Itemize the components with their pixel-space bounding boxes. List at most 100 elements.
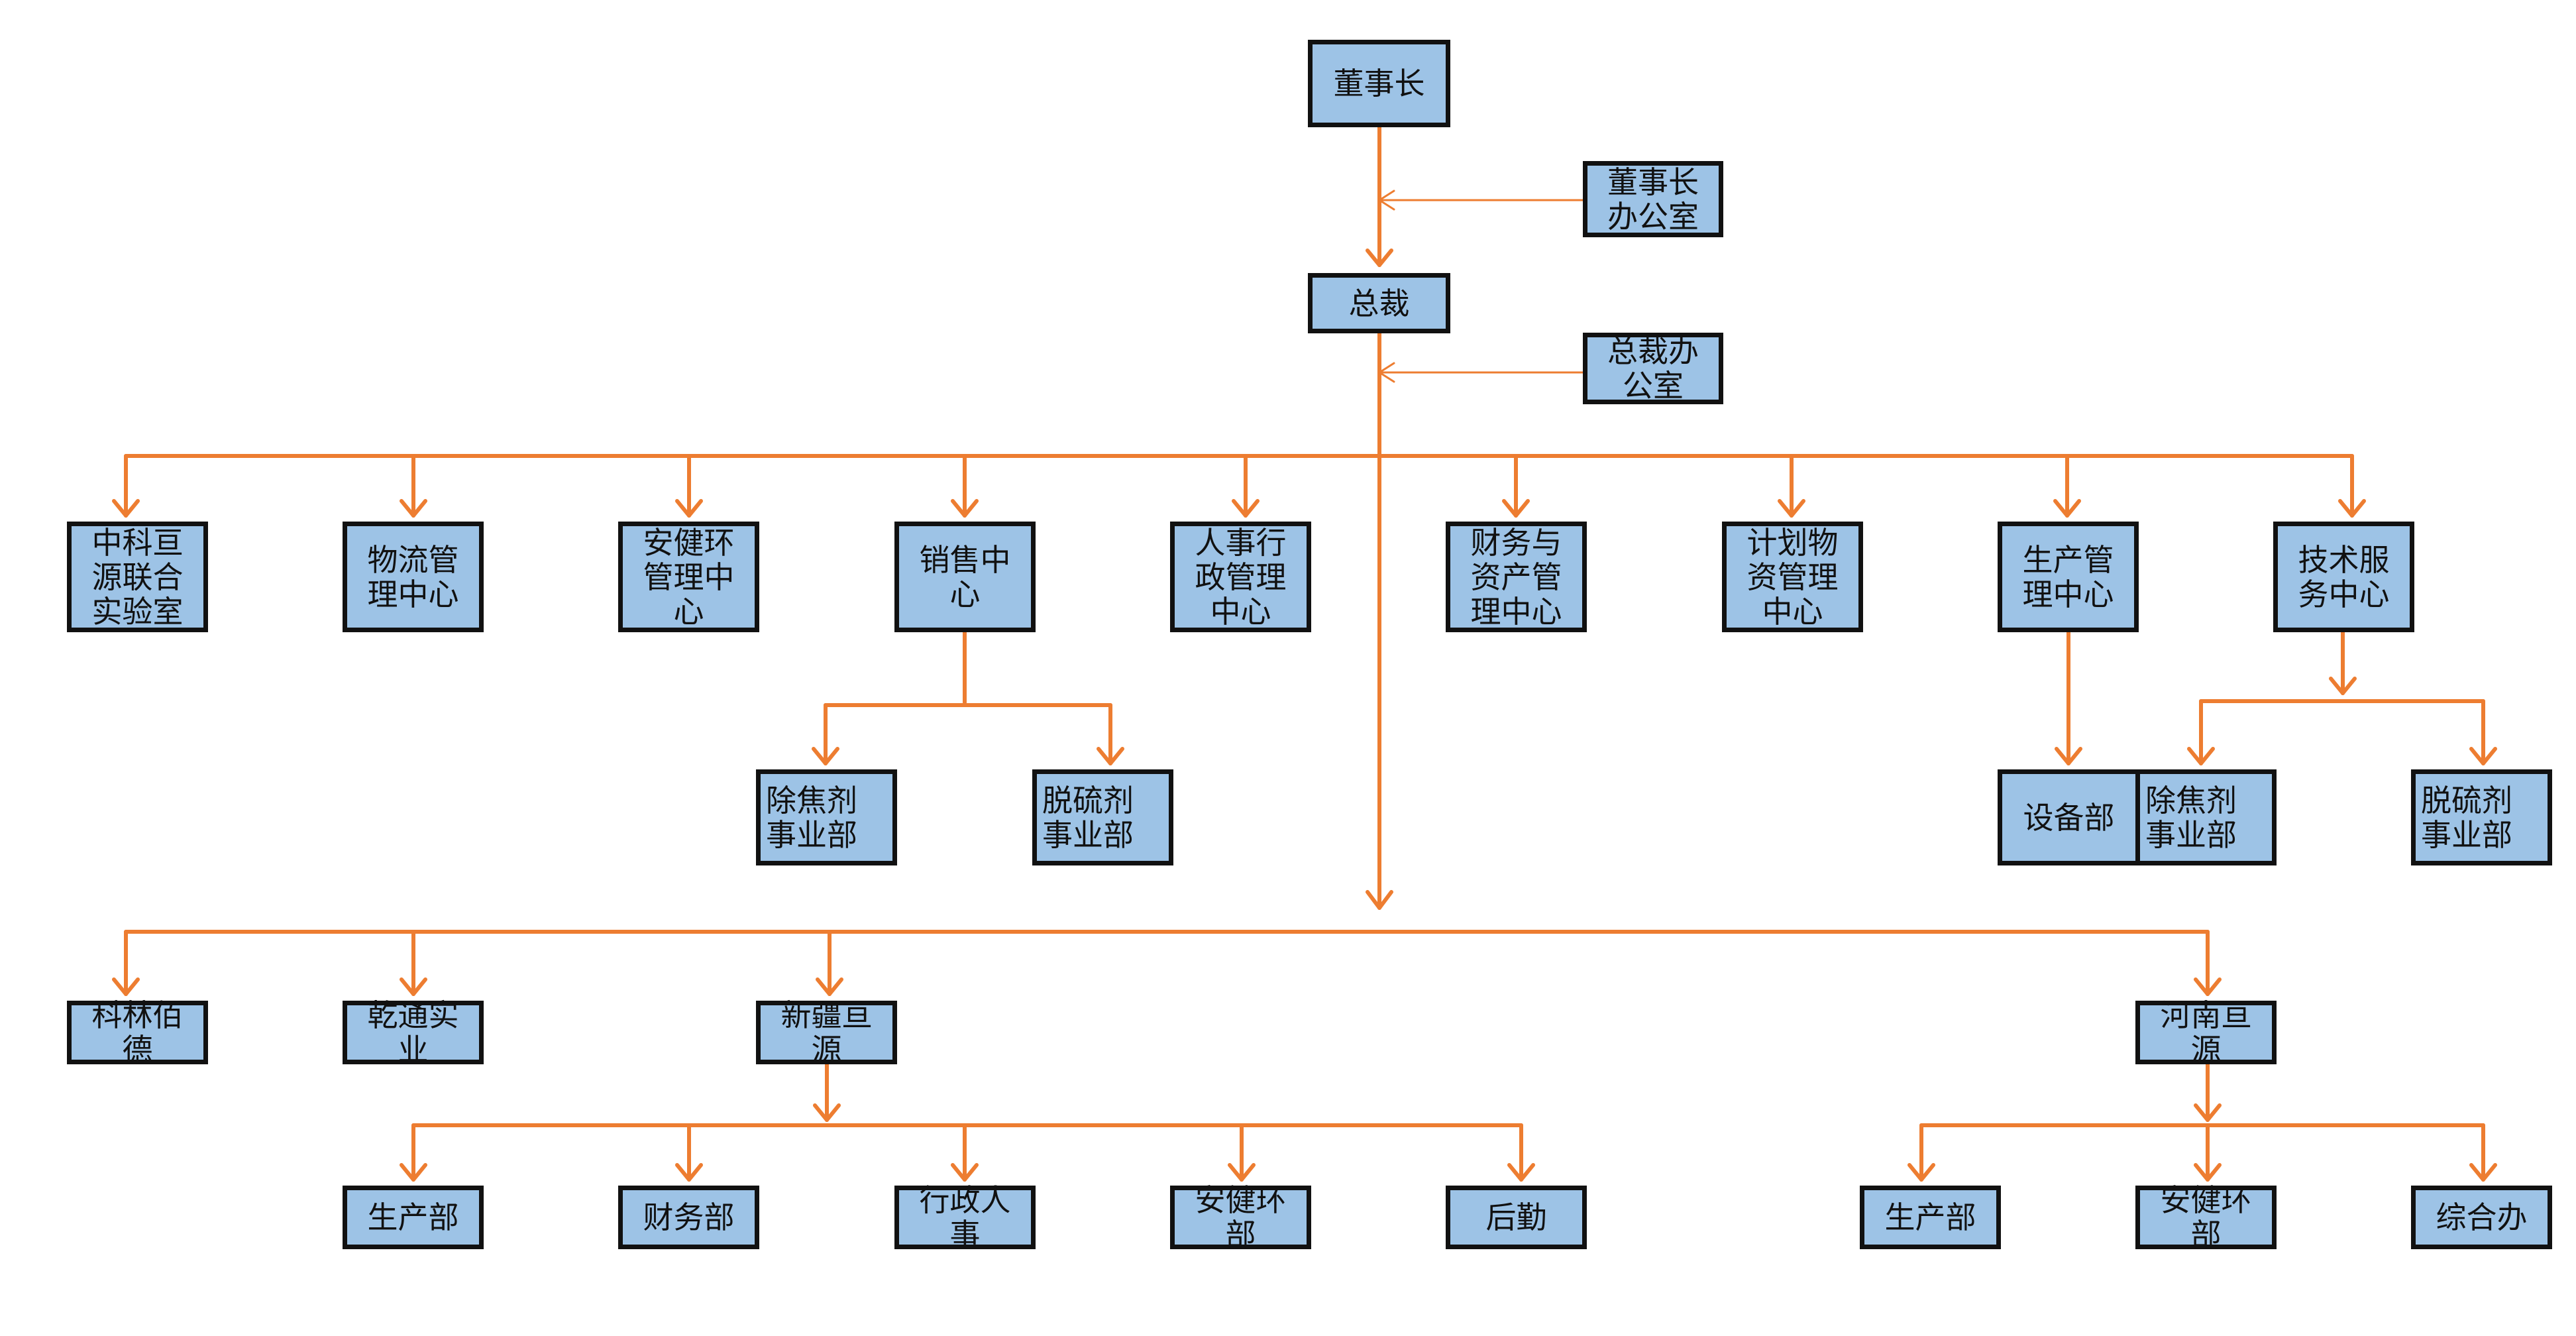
- connector-line-60: [2481, 747, 2497, 765]
- connector-line-102: [2206, 1163, 2222, 1182]
- tech-decoking-box: 除焦剂事业部: [2135, 769, 2277, 865]
- finance-assets-label: 财务与资产管理中心: [1470, 524, 1562, 630]
- connector-line-30: [1514, 499, 1530, 518]
- hr-admin-box: 人事行政管理中心: [1170, 522, 1311, 632]
- connector-line-29: [1502, 499, 1518, 518]
- connector-line-36: [2065, 499, 2081, 518]
- connector-line-73: [2206, 977, 2222, 996]
- connector-line-80: [411, 1163, 427, 1182]
- connector-line-99: [1919, 1163, 1935, 1182]
- xj-ehs-box: 安健环部: [1170, 1182, 1311, 1252]
- connector-line-9: [1378, 371, 1395, 383]
- tech-desulfur-label: 脱硫剂事业部: [2421, 782, 2512, 853]
- connector-line-10: [1366, 890, 1381, 910]
- chairman-label: 董事长: [1333, 66, 1425, 101]
- connector-line-83: [687, 1163, 703, 1182]
- connector-line-32: [1778, 499, 1794, 518]
- connector-line-85: [951, 1163, 967, 1182]
- qiantong-label: 乾通实业: [367, 997, 459, 1068]
- xj-production-label: 生产部: [367, 1199, 459, 1235]
- equipment-dept-label: 设备部: [2023, 799, 2115, 836]
- planning-materials-label: 计划物资管理中心: [1746, 524, 1839, 630]
- kelin-baide-label: 科林佰德: [91, 997, 184, 1068]
- kelin-baide-box: 科林佰德: [67, 997, 208, 1068]
- connector-line-98: [1907, 1163, 1923, 1182]
- president-office-label: 总裁办公室: [1607, 333, 1699, 404]
- chairman-box: 董事长: [1308, 40, 1450, 127]
- xj-finance-label: 财务部: [643, 1199, 735, 1235]
- connector-line-105: [2481, 1163, 2497, 1182]
- connector-line-26: [1232, 499, 1248, 518]
- production-mgmt-label: 生产管理中心: [2022, 541, 2114, 612]
- tech-service-label: 技术服务中心: [2298, 541, 2390, 612]
- connector-line-66: [400, 977, 415, 996]
- connector-line-43: [812, 747, 828, 765]
- connector-line-4: [1378, 190, 1395, 201]
- connector-line-23: [951, 499, 967, 518]
- sales-center-box: 销售中心: [894, 522, 1036, 632]
- lab-label: 中科亘源联合实验室: [91, 524, 184, 630]
- connector-line-57: [2199, 747, 2215, 765]
- president-label: 总裁: [1348, 285, 1410, 321]
- connector-line-18: [411, 499, 427, 518]
- xj-ehs-label: 安健环部: [1195, 1182, 1287, 1252]
- connector-line-92: [1519, 1163, 1535, 1182]
- connector-line-2: [1377, 249, 1393, 267]
- connector-line-64: [124, 977, 140, 996]
- connector-line-82: [675, 1163, 691, 1182]
- connector-line-33: [1790, 499, 1805, 518]
- connector-line-72: [2194, 977, 2210, 996]
- connector-line-21: [687, 499, 703, 518]
- connector-line-75: [813, 1103, 829, 1122]
- sales-decoking-box: 除焦剂事业部: [756, 769, 897, 865]
- sales-desulfur-label: 脱硫剂事业部: [1042, 782, 1134, 853]
- connector-line-70: [828, 977, 843, 996]
- connector-line-67: [411, 977, 427, 996]
- connector-line-56: [2187, 747, 2203, 765]
- ehs-center-label: 安健环管理中心: [643, 524, 735, 630]
- connector-line-47: [1108, 747, 1124, 765]
- connector-line-8: [1378, 362, 1395, 374]
- connector-line-20: [675, 499, 691, 518]
- connector-line-27: [1244, 499, 1260, 518]
- xj-finance-box: 财务部: [618, 1186, 759, 1249]
- connector-line-95: [2206, 1103, 2222, 1122]
- connector-line-89: [1240, 1163, 1256, 1182]
- planning-materials-box: 计划物资管理中心: [1722, 522, 1863, 632]
- logistics-label: 物流管理中心: [367, 541, 459, 612]
- connector-line-38: [2338, 499, 2354, 518]
- connector-line-94: [2194, 1103, 2210, 1122]
- connector-line-79: [400, 1163, 415, 1182]
- hn-general-office-box: 综合办: [2411, 1186, 2552, 1249]
- connector-line-39: [2350, 499, 2366, 518]
- xinjiang-box: 新疆亘源: [756, 998, 897, 1067]
- connector-line-59: [2469, 747, 2485, 765]
- connector-line-52: [2329, 677, 2345, 695]
- sales-center-label: 销售中心: [919, 541, 1011, 612]
- hn-general-office-label: 综合办: [2436, 1199, 2528, 1235]
- connector-line-76: [825, 1103, 841, 1122]
- production-mgmt-box: 生产管理中心: [1998, 522, 2139, 632]
- connector-line-24: [963, 499, 979, 518]
- connector-line-1: [1366, 249, 1381, 267]
- connector-line-88: [1228, 1163, 1244, 1182]
- connector-line-46: [1097, 747, 1112, 765]
- xj-production-box: 生产部: [343, 1186, 484, 1249]
- henan-label: 河南亘源: [2160, 997, 2252, 1068]
- hn-production-label: 生产部: [1884, 1199, 1976, 1235]
- xj-logistics-box: 后勤: [1446, 1186, 1587, 1249]
- connector-line-44: [824, 747, 839, 765]
- qiantong-box: 乾通实业: [343, 997, 484, 1068]
- connector-line-101: [2194, 1163, 2210, 1182]
- connector-line-104: [2469, 1163, 2485, 1182]
- chairman-office-label: 董事长办公室: [1607, 164, 1699, 235]
- ehs-center-box: 安健环管理中心: [618, 522, 759, 632]
- president-box: 总裁: [1308, 273, 1450, 333]
- henan-box: 河南亘源: [2135, 997, 2277, 1068]
- hn-production-box: 生产部: [1860, 1186, 2001, 1249]
- sales-decoking-label: 除焦剂事业部: [766, 782, 857, 853]
- connector-line-50: [2066, 747, 2082, 765]
- xj-admin-hr-box: 行政人事: [894, 1183, 1036, 1252]
